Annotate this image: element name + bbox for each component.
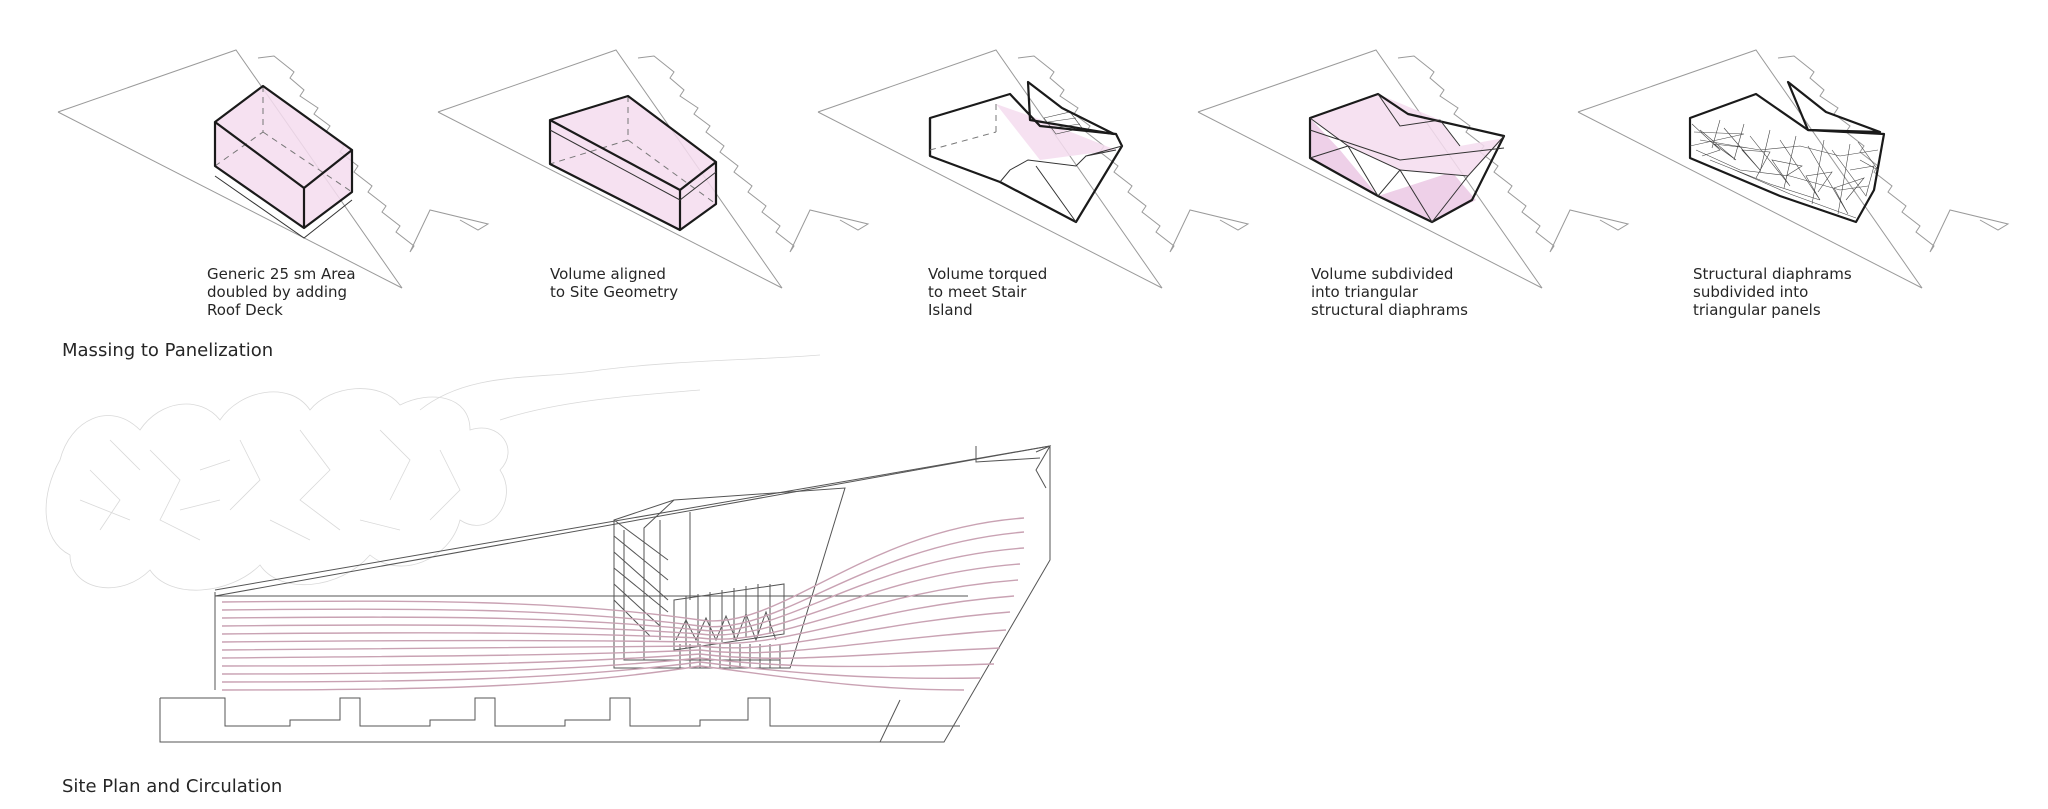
step-2-caption: Volume aligned to Site Geometry	[550, 265, 679, 301]
step-1-drawing	[57, 49, 490, 289]
mass-box	[548, 94, 718, 232]
tree-hatching	[45, 354, 821, 591]
massing-section-title: Massing to Panelization	[62, 340, 274, 361]
site-outline	[437, 49, 870, 289]
building-plan	[159, 444, 1052, 743]
mass-torqued	[928, 80, 1124, 224]
mass-panels	[1688, 80, 1886, 224]
step-3-drawing	[817, 49, 1250, 289]
step-3-caption: Volume torqued to meet Stair Island	[928, 265, 1048, 319]
site-outline	[817, 49, 1250, 289]
mass-diaphrams	[1308, 92, 1506, 224]
site-plan-section-title: Site Plan and Circulation	[62, 776, 283, 797]
circulation-lines	[221, 517, 1025, 691]
step-5-caption: Structural diaphrams subdivided into tri…	[1693, 265, 1852, 319]
site-outline	[1197, 49, 1630, 289]
step-2-drawing	[437, 49, 870, 289]
step-4-caption: Volume subdivided into triangular struct…	[1311, 265, 1468, 319]
site-outline	[57, 49, 490, 289]
site-plan	[45, 354, 1052, 743]
step-1-caption: Generic 25 sm Area doubled by adding Roo…	[207, 265, 356, 319]
step-4-drawing	[1197, 49, 1630, 289]
mass-box	[213, 84, 354, 239]
step-5-drawing	[1577, 49, 2010, 289]
